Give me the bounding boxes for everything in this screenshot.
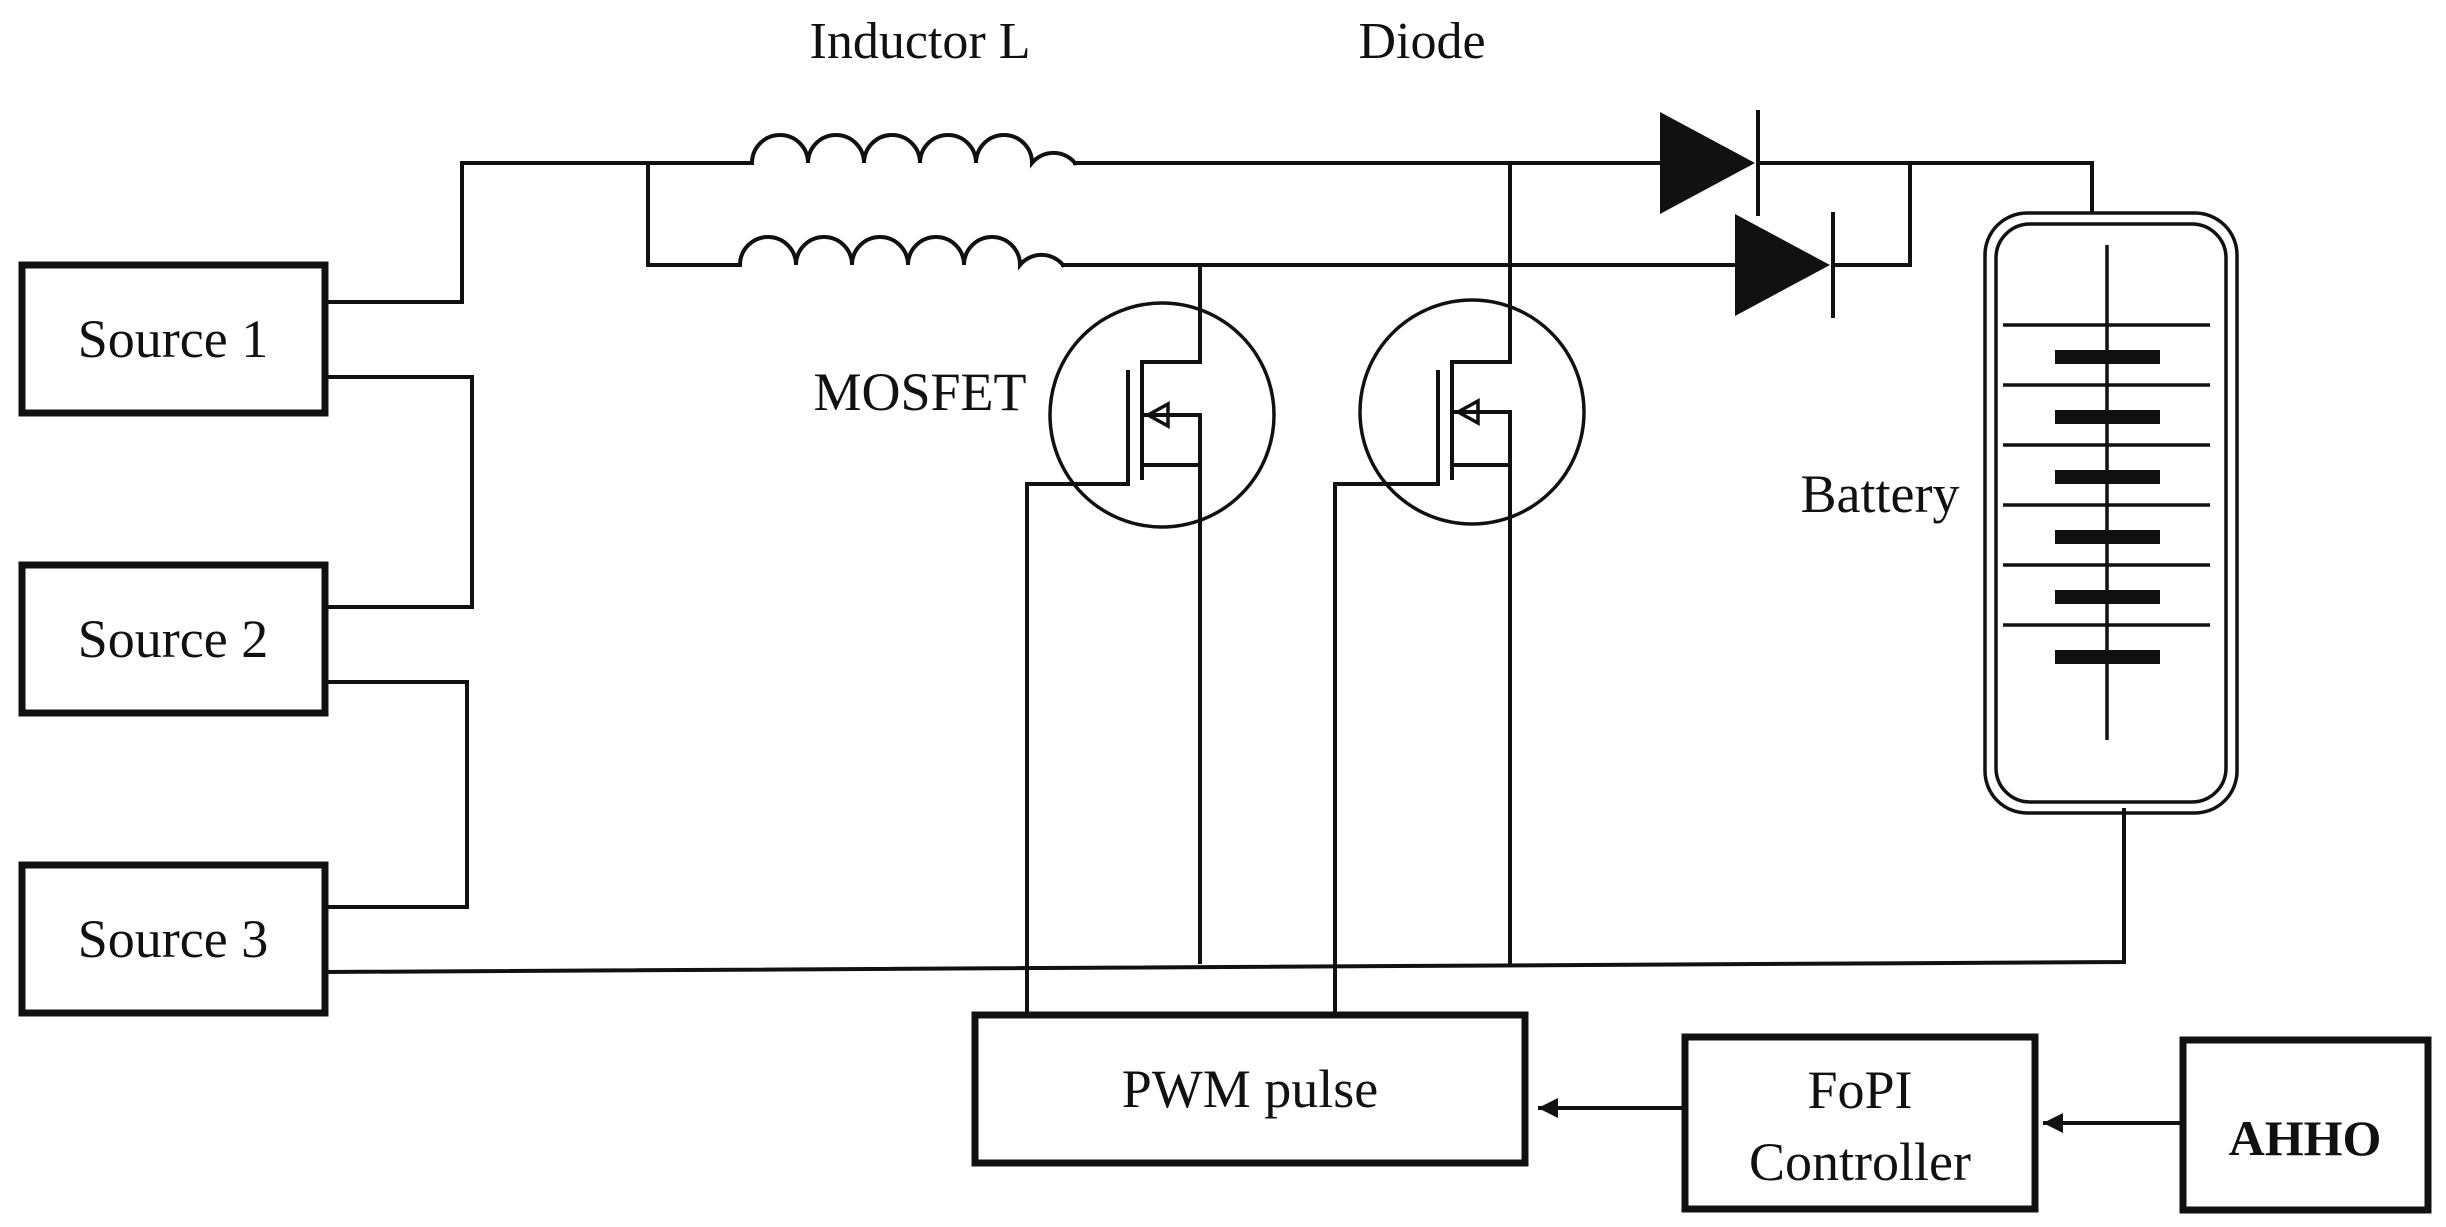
diode-2-icon (1735, 161, 1912, 318)
source-2-block: Source 2 (18, 561, 329, 717)
inductor-1-icon (749, 133, 1685, 169)
mosfet-1-icon (1025, 263, 1276, 1017)
ahho-label: AHHO (2229, 1110, 2382, 1166)
fopi-label: FoPI (1807, 1060, 1912, 1120)
battery-icon (1983, 211, 2239, 815)
diode-label: Diode (1358, 13, 1485, 70)
controller-label: Controller (1749, 1132, 1971, 1192)
inductor-2-icon (646, 161, 1742, 271)
inductor-label: Inductor L (810, 13, 1031, 70)
pwm-pulse-block: PWM pulse (971, 1011, 1529, 1167)
ahho-block: AHHO (2179, 1036, 2432, 1214)
pwm-pulse-label: PWM pulse (1122, 1059, 1379, 1119)
source-wiring (322, 161, 2126, 975)
diode-1-icon (1660, 110, 2094, 216)
mosfet-2-icon (1333, 161, 1586, 1017)
battery-label: Battery (1801, 464, 1960, 524)
source-2-label: Source 2 (78, 609, 268, 669)
source-3-block: Source 3 (18, 861, 329, 1017)
source-1-label: Source 1 (78, 309, 268, 369)
fopi-controller-block: FoPI Controller (1681, 1033, 2039, 1213)
source-1-block: Source 1 (18, 261, 329, 417)
source-3-label: Source 3 (78, 909, 268, 969)
mosfet-label: MOSFET (813, 362, 1026, 422)
